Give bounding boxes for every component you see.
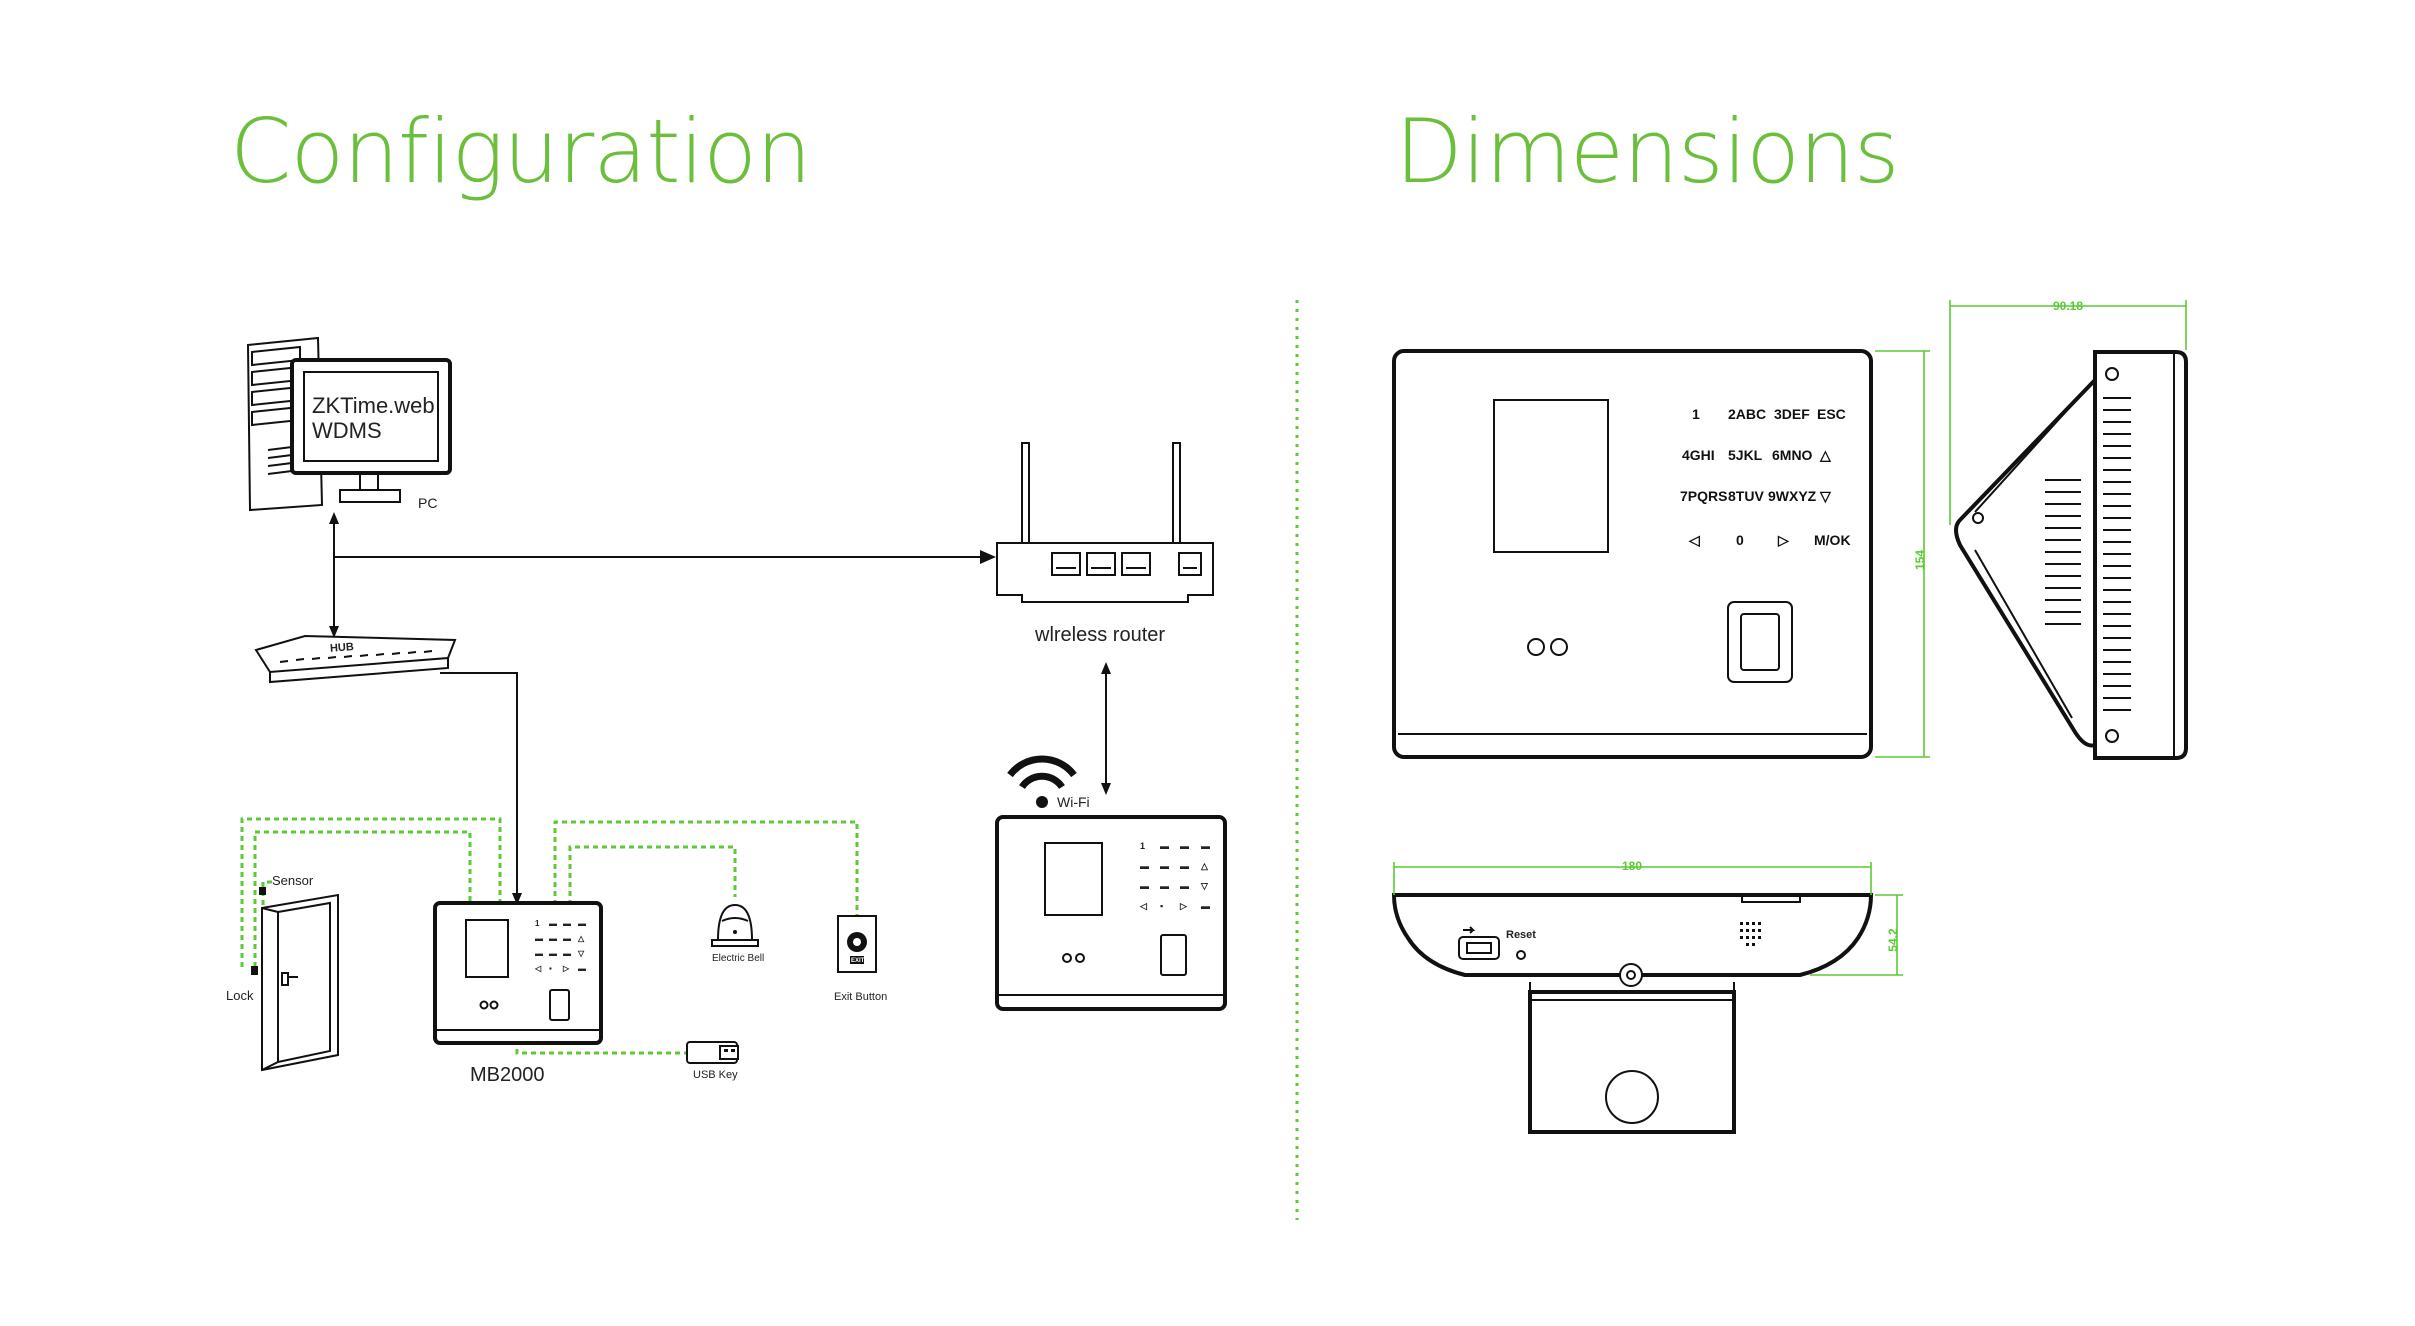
bottom-depth-dimension: 54.2	[1810, 894, 1903, 976]
svg-text:▬: ▬	[549, 949, 557, 958]
height-value: 154	[1913, 550, 1927, 570]
svg-text:▬: ▬	[549, 919, 557, 928]
width-dimension: 180	[1393, 859, 1872, 895]
svg-text:▬: ▬	[535, 949, 543, 958]
configuration-heading: Configuration	[230, 100, 812, 203]
svg-text:▪: ▪	[549, 964, 552, 973]
svg-text:▬: ▬	[1180, 841, 1189, 851]
sensor-label: Sensor	[272, 873, 314, 888]
svg-text:▷: ▷	[1179, 901, 1188, 911]
key-9: 9WXYZ	[1768, 488, 1817, 504]
wireless-router-icon	[996, 442, 1214, 603]
svg-text:▬: ▬	[578, 964, 586, 973]
key-1: 1	[1692, 406, 1700, 422]
device-label: MB2000	[470, 1064, 545, 1086]
svg-text:▬: ▬	[1201, 901, 1210, 911]
svg-text:◁: ◁	[1139, 901, 1148, 911]
svg-text:1: 1	[1140, 841, 1145, 851]
key-left: ◁	[1688, 532, 1700, 548]
key-0: 0	[1736, 532, 1744, 548]
dimensions-heading: Dimensions	[1395, 100, 1900, 203]
svg-text:▬: ▬	[1160, 841, 1169, 851]
door-icon	[251, 887, 339, 1072]
key-3: 3DEF	[1774, 406, 1810, 422]
key-down: ▽	[1819, 488, 1832, 504]
height-dimension: 154	[1875, 350, 1930, 758]
exit-plate-text: EXIT	[851, 958, 865, 964]
front-view-drawing	[1392, 349, 1873, 759]
exit-button-icon: EXIT	[837, 915, 877, 973]
wifi-icon	[1007, 755, 1077, 808]
mb2000-device: 1 ▬ ▬ ▬ ▬ ▬ ▬ △ ▬ ▬ ▬ ▽ ◁ ▪ ▷ ▬	[433, 901, 603, 1045]
svg-text:1: 1	[535, 919, 540, 928]
svg-text:▬: ▬	[1180, 881, 1189, 891]
bottom-view-drawing: Reset	[1391, 893, 1874, 1134]
key-7: 7PQRS	[1680, 488, 1727, 504]
router-label: wlreless router	[1034, 624, 1165, 646]
bottom-depth-value: 54.2	[1886, 928, 1900, 952]
svg-text:▽: ▽	[1200, 881, 1209, 891]
pc-label: PC	[418, 495, 437, 511]
svg-text:▬: ▬	[1180, 861, 1189, 871]
svg-text:▬: ▬	[1140, 881, 1149, 891]
svg-text:▬: ▬	[1201, 841, 1210, 851]
svg-text:◁: ◁	[534, 964, 542, 973]
key-2: 2ABC	[1728, 406, 1766, 422]
svg-text:▬: ▬	[1140, 861, 1149, 871]
svg-text:△: △	[577, 934, 585, 943]
key-menu-ok: M/OK	[1814, 532, 1851, 548]
key-6: 6MNO	[1772, 447, 1813, 463]
svg-text:▪: ▪	[1160, 901, 1163, 911]
pc-monitor-icon: ZKTime.web WDMS	[290, 358, 452, 503]
wifi-label: Wi-Fi	[1057, 794, 1090, 810]
svg-text:△: △	[1200, 861, 1209, 871]
svg-text:▬: ▬	[563, 934, 571, 943]
svg-text:▬: ▬	[1160, 881, 1169, 891]
key-4: 4GHI	[1682, 447, 1715, 463]
svg-text:▬: ▬	[549, 934, 557, 943]
svg-text:▬: ▬	[1160, 861, 1169, 871]
electric-bell-icon	[711, 903, 759, 947]
hub-label: HUB	[330, 641, 355, 655]
key-right: ▷	[1777, 532, 1790, 548]
key-8: 8TUV	[1728, 488, 1764, 504]
lock-label: Lock	[226, 988, 254, 1003]
usb-label: USB Key	[693, 1069, 738, 1081]
key-esc: ESC	[1817, 406, 1846, 422]
svg-text:▬: ▬	[563, 919, 571, 928]
dimension-keypad: 1 2ABC 3DEF ESC 4GHI 5JKL 6MNO △ 7PQRS 8…	[1680, 406, 1851, 548]
key-5: 5JKL	[1728, 447, 1763, 463]
side-view-drawing	[1954, 350, 2188, 760]
network-hub-icon: HUB	[254, 634, 457, 684]
pc-screen-line1: ZKTime.web	[312, 393, 435, 418]
svg-text:▷: ▷	[562, 964, 570, 973]
exit-label: Exit Button	[834, 991, 887, 1003]
usb-key-icon	[686, 1041, 739, 1064]
svg-text:▬: ▬	[535, 934, 543, 943]
width-value: 180	[1622, 859, 1642, 873]
svg-text:▬: ▬	[563, 949, 571, 958]
svg-text:▬: ▬	[578, 919, 586, 928]
wifi-terminal-device: 1 ▬ ▬ ▬ ▬ ▬ ▬ △ ▬ ▬ ▬ ▽ ◁ ▪ ▷ ▬	[995, 815, 1227, 1011]
depth-value: 90.18	[2053, 299, 2083, 313]
reset-label: Reset	[1506, 929, 1536, 941]
bell-label: Electric Bell	[712, 953, 764, 964]
key-up: △	[1819, 447, 1832, 463]
pc-screen-line2: WDMS	[312, 418, 382, 443]
depth-dimension: 90.18	[1949, 299, 2187, 525]
svg-text:▽: ▽	[577, 949, 585, 958]
